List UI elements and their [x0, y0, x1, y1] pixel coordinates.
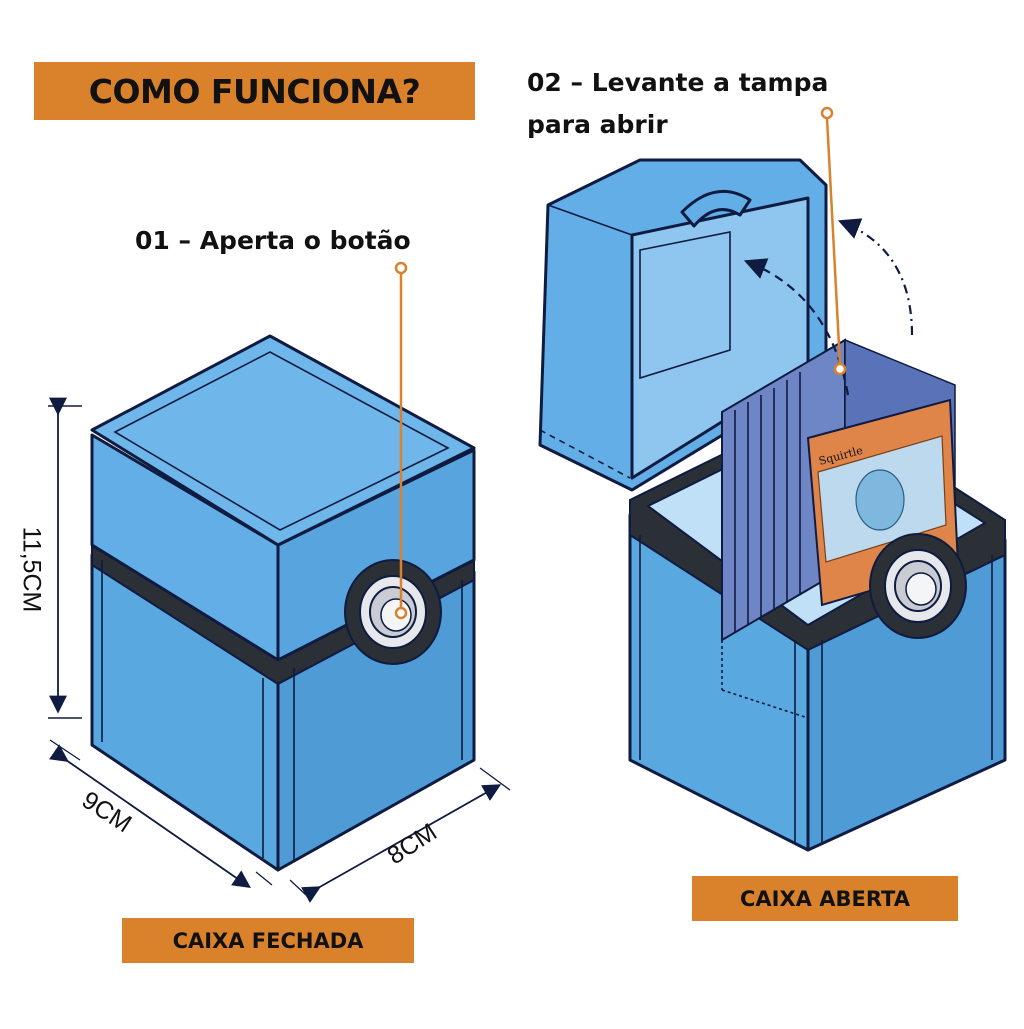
page-title: COMO FUNCIONA? — [34, 62, 475, 120]
closed-box — [90, 334, 476, 872]
closed-box-lid-inset — [113, 351, 450, 531]
open-box: Squirtle — [538, 158, 1007, 852]
dimension-lines — [48, 397, 511, 903]
step2-leader — [820, 106, 847, 376]
step2-caption-line2: para abrir — [527, 110, 668, 139]
step2-caption: 02 – Levante a tampa para abrir — [527, 62, 828, 146]
height-label: 11,5CM — [17, 526, 46, 613]
open-box-button[interactable] — [869, 533, 967, 639]
lift-arrow-outer — [837, 218, 914, 336]
open-box-lid-inner-floor — [639, 231, 731, 380]
open-box-lid-latch-notch — [680, 189, 752, 228]
depth-dimension-line — [49, 744, 251, 889]
closed-box-button[interactable] — [344, 559, 442, 665]
card-stack: Squirtle — [721, 338, 960, 642]
open-box-label: CAIXA ABERTA — [692, 876, 958, 921]
step2-caption-line1: 02 – Levante a tampa — [527, 68, 829, 97]
step1-leader — [394, 261, 408, 620]
width-dimension-line — [301, 784, 502, 903]
closed-box-lid-top — [90, 334, 476, 547]
closed-box-label: CAIXA FECHADA — [122, 918, 414, 963]
step1-caption: 01 – Aperta o botão — [135, 226, 411, 255]
